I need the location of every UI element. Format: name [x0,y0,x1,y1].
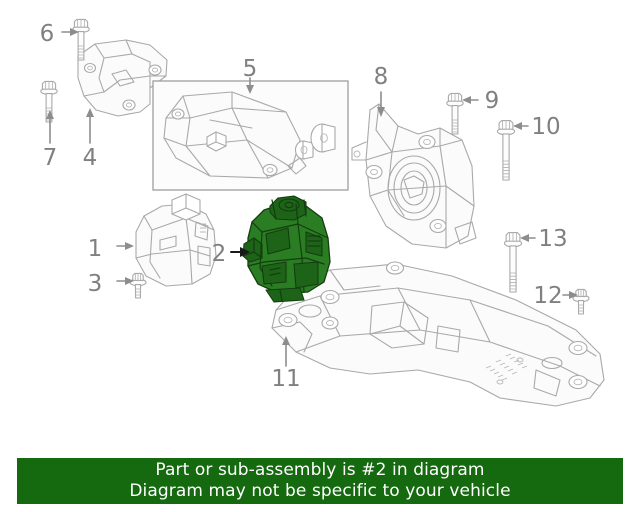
part-engine-mount-bracket-right [351,103,477,249]
callout-label-8: 8 [374,64,389,90]
callout-label-9: 9 [485,88,500,114]
callout-label-11: 11 [271,366,300,392]
callout-label-2: 2 [212,241,227,267]
part-engine-mount-left [135,193,217,287]
callout-label-13: 13 [538,226,567,252]
callout-arrows [46,28,578,367]
part-engine-mount-highlighted [242,195,331,303]
part-transmission-crossmember [271,261,605,407]
callout-label-4: 4 [83,145,98,171]
diagram-notice-banner: Part or sub-assembly is #2 in diagram Di… [17,458,623,504]
callout-label-6: 6 [40,21,55,47]
part-bushing-large [310,123,336,153]
callout-label-5: 5 [243,56,258,82]
callout-label-3: 3 [88,271,103,297]
callout-label-10: 10 [531,114,560,140]
part-engine-support-bracket [77,39,168,117]
callout-label-7: 7 [43,145,58,171]
callout-label-1: 1 [88,236,103,262]
part-bushing-small [294,140,314,160]
part-transmission-mount-bracket [163,91,307,179]
banner-line-2: Diagram may not be specific to your vehi… [129,481,511,501]
banner-line-1: Part or sub-assembly is #2 in diagram [155,460,485,480]
callout-label-12: 12 [533,283,562,309]
